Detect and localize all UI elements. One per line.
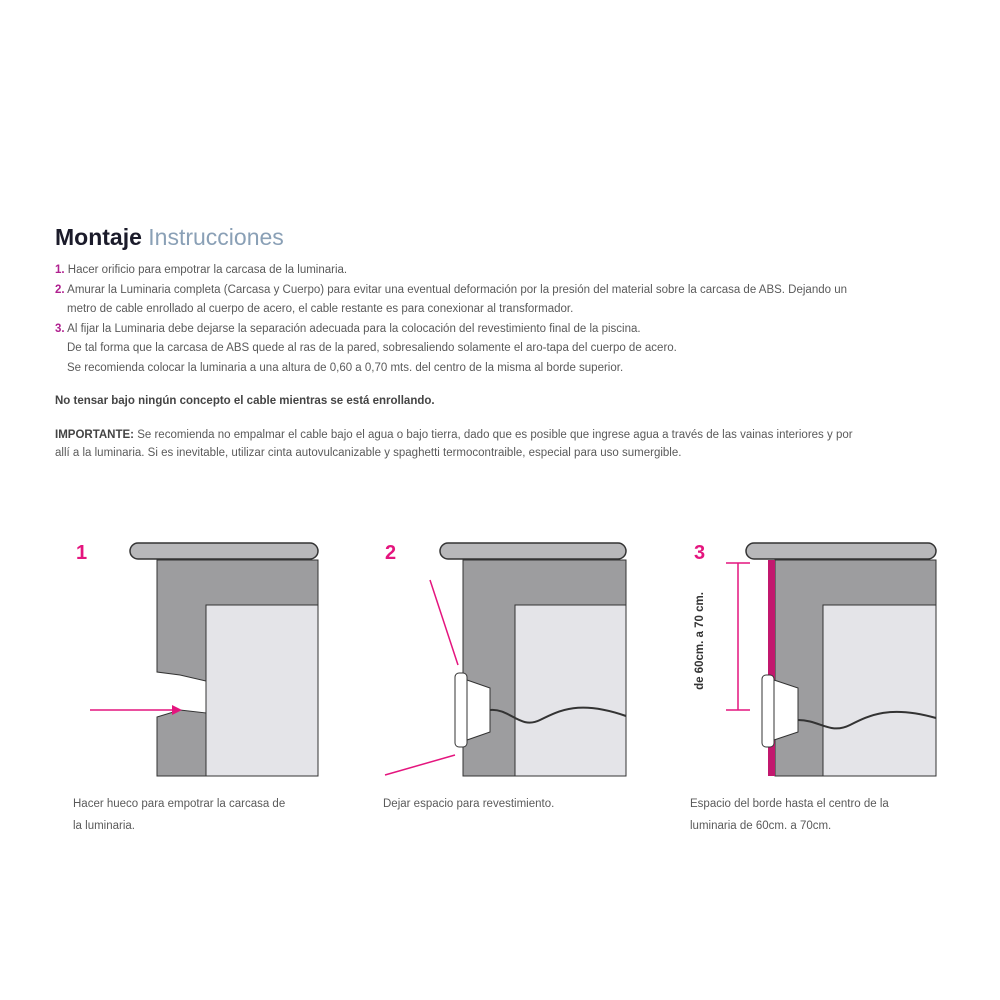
step-text: Al fijar la Luminaria debe dejarse la se…	[67, 323, 641, 335]
dimension-label: de 60cm. a 70 cm.	[694, 592, 706, 690]
figure-3-caption: Espacio del borde hasta el centro de la l…	[690, 793, 950, 837]
title-light: Instrucciones	[148, 224, 284, 250]
caption-line: la luminaria.	[73, 820, 135, 832]
figure-3-diagram	[726, 542, 937, 777]
page-title: Montaje Instrucciones	[55, 224, 284, 251]
water-area	[514, 604, 627, 777]
figure-1-caption: Hacer hueco para empotrar la carcasa de l…	[73, 793, 333, 837]
warning-text: No tensar bajo ningún concepto el cable …	[55, 395, 435, 407]
water-area	[205, 604, 319, 777]
arrow-head-icon	[172, 705, 182, 715]
caption-line: Dejar espacio para revestimiento.	[383, 798, 555, 810]
luminaire	[761, 674, 937, 748]
step-text: Se recomienda colocar la luminaria a una…	[67, 362, 624, 374]
figure-number: 1	[76, 542, 88, 564]
step-1: 1. Hacer orificio para empotrar la carca…	[55, 264, 347, 276]
title-bold: Montaje	[55, 224, 142, 250]
figure-number: 2	[385, 542, 397, 564]
important-text: IMPORTANTE: Se recomienda no empalmar el…	[55, 429, 853, 441]
figure-number: 3	[694, 542, 706, 564]
important-line: allí a la luminaria. Si es inevitable, u…	[55, 447, 682, 459]
caption-line: Hacer hueco para empotrar la carcasa de	[73, 798, 286, 810]
figure-2-diagram	[384, 542, 627, 777]
caption-line: Espacio del borde hasta el centro de la	[690, 798, 889, 810]
figure-1-diagram	[90, 542, 319, 777]
pool-coping	[439, 542, 627, 560]
step-2: 2. Amurar la Luminaria completa (Carcasa…	[55, 284, 847, 296]
step-number: 1.	[55, 264, 65, 276]
step-text: Amurar la Luminaria completa (Carcasa y …	[67, 284, 848, 296]
arrow-icon	[429, 579, 459, 666]
important-label: IMPORTANTE:	[55, 429, 135, 441]
caption-line: luminaria de 60cm. a 70cm.	[690, 820, 832, 832]
luminaire	[454, 672, 627, 748]
water-area	[822, 604, 937, 777]
important-line: Se recomienda no empalmar el cable bajo …	[134, 429, 853, 441]
coating-layer	[768, 560, 775, 776]
step-3: 3. Al fijar la Luminaria debe dejarse la…	[55, 323, 641, 335]
pool-coping	[129, 542, 319, 560]
step-number: 2.	[55, 284, 65, 296]
step-text: De tal forma que la carcasa de ABS quede…	[67, 342, 677, 354]
pool-coping	[745, 542, 937, 560]
figure-2-caption: Dejar espacio para revestimiento.	[383, 793, 643, 815]
step-text: metro de cable enrollado al cuerpo de ac…	[67, 303, 574, 315]
arrow-icon	[384, 754, 456, 776]
step-number: 3.	[55, 323, 65, 335]
step-text: Hacer orificio para empotrar la carcasa …	[67, 264, 348, 276]
dimension-line	[726, 562, 750, 711]
